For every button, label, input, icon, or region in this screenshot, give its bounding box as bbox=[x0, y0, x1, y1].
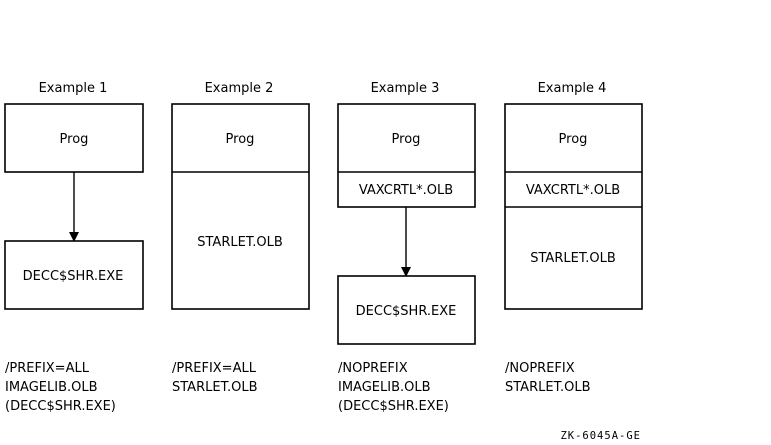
example-3-library-label: VAXCRTL*.OLB bbox=[359, 183, 453, 198]
example-4-title: Example 4 bbox=[538, 81, 607, 96]
example-4-prog-label: Prog bbox=[559, 132, 588, 147]
example-2-note-2: STARLET.OLB bbox=[172, 380, 258, 395]
example-1-target-box bbox=[4, 240, 144, 310]
example-3-note-3: (DECC$SHR.EXE) bbox=[338, 399, 449, 414]
example-4: Example 4 Prog VAXCRTL*.OLB STARLET.OLB … bbox=[504, 81, 643, 395]
example-1-prog-label: Prog bbox=[60, 132, 89, 147]
example-2-box bbox=[171, 103, 310, 310]
example-1-title: Example 1 bbox=[39, 81, 108, 96]
example-2: Example 2 Prog STARLET.OLB /PREFIX=ALL S… bbox=[171, 81, 310, 395]
example-1-note-2: IMAGELIB.OLB bbox=[5, 380, 98, 395]
example-4-library-label: VAXCRTL*.OLB bbox=[526, 183, 620, 198]
example-3-title: Example 3 bbox=[371, 81, 440, 96]
example-3-top-box bbox=[337, 103, 476, 208]
example-4-note-2: STARLET.OLB bbox=[505, 380, 591, 395]
example-1: Example 1 Prog DECC$SHR.EXE /PREFIX=ALL … bbox=[4, 81, 144, 414]
example-2-prog-label: Prog bbox=[226, 132, 255, 147]
example-3-target-box bbox=[337, 275, 476, 345]
example-3-note-2: IMAGELIB.OLB bbox=[338, 380, 431, 395]
example-2-note-1: /PREFIX=ALL bbox=[172, 361, 257, 376]
example-1-target-label: DECC$SHR.EXE bbox=[23, 269, 124, 284]
example-3: Example 3 Prog VAXCRTL*.OLB DECC$SHR.EXE… bbox=[337, 81, 476, 414]
example-2-library-label: STARLET.OLB bbox=[197, 235, 283, 250]
example-3-target-label: DECC$SHR.EXE bbox=[356, 304, 457, 319]
example-1-prog-box bbox=[4, 103, 144, 173]
example-1-note-3: (DECC$SHR.EXE) bbox=[5, 399, 116, 414]
example-4-library2-label: STARLET.OLB bbox=[530, 251, 616, 266]
example-4-note-1: /NOPREFIX bbox=[505, 361, 575, 376]
example-2-title: Example 2 bbox=[205, 81, 274, 96]
figure-code: ZK-6045A-GE bbox=[560, 430, 641, 442]
example-3-note-1: /NOPREFIX bbox=[338, 361, 408, 376]
example-3-prog-label: Prog bbox=[392, 132, 421, 147]
example-1-note-1: /PREFIX=ALL bbox=[5, 361, 90, 376]
